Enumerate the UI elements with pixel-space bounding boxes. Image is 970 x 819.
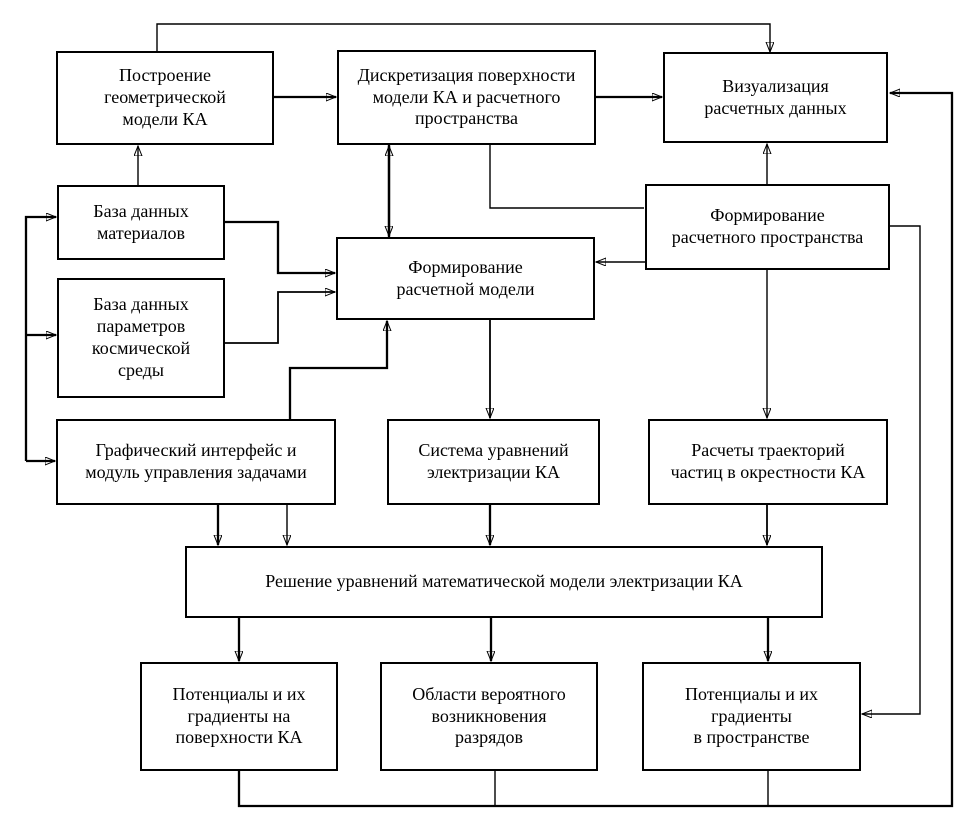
node-space-environment-database: База данных параметров космической среды (57, 278, 225, 398)
edge-environment-db-to-model-formation (225, 292, 335, 344)
node-calculation-space-formation: Формирование расчетного пространства (645, 184, 890, 270)
edge-left-bus-to-materials-db (24, 217, 56, 461)
node-surface-potentials: Потенциалы и их градиенты на поверхности… (140, 662, 338, 771)
node-particle-trajectory-calculations: Расчеты траекторий частиц в окрестности … (648, 419, 888, 505)
node-charging-equations-system: Система уравнений электризации КА (387, 419, 600, 505)
node-equation-solving: Решение уравнений математической модели … (185, 546, 823, 618)
node-space-potentials: Потенциалы и их градиенты в пространстве (642, 662, 861, 771)
node-gui-task-manager: Графический интерфейс и модуль управлени… (56, 419, 336, 505)
edge-gui-to-model-formation (288, 321, 387, 419)
node-surface-discretization: Дискретизация поверхности модели КА и ра… (337, 50, 596, 145)
node-calculation-model-formation: Формирование расчетной модели (336, 237, 595, 320)
edge-build-top-feedback-to-visualization (156, 23, 770, 52)
edge-space-formation-to-space-potentials (862, 225, 921, 714)
node-data-visualization: Визуализация расчетных данных (663, 52, 888, 143)
edge-results-bus-to-visualization (237, 93, 954, 808)
node-build-geometric-model: Построение геометрической модели КА (56, 51, 274, 145)
node-discharge-areas: Области вероятного возникновения разрядо… (380, 662, 598, 771)
edge-materials-db-to-model-formation (225, 220, 335, 273)
edge-discretization-to-space-formation (489, 145, 644, 209)
node-materials-database: База данных материалов (57, 185, 225, 260)
